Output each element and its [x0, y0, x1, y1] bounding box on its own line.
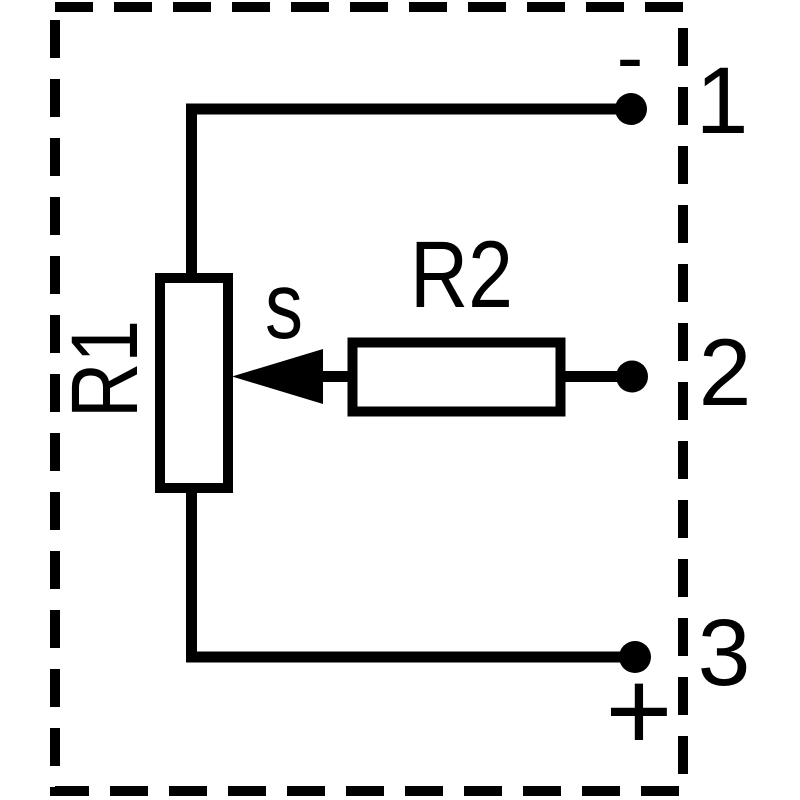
terminal1-number: 1 — [696, 48, 749, 154]
resistor-r1-body — [155, 273, 233, 493]
wiper-label: s — [265, 253, 303, 359]
terminal3-number: 3 — [698, 600, 751, 706]
terminal2-number: 2 — [699, 320, 752, 426]
dashed-enclosure-border — [50, 2, 688, 796]
wire-terminal1-to-r1-top — [186, 103, 631, 283]
terminal3-dot-icon — [619, 641, 651, 673]
terminal3-polarity-plus: + — [605, 647, 672, 775]
terminal1-polarity-minus: - — [617, 12, 644, 101]
r1-label: R1 — [52, 320, 158, 418]
wire-r1-bottom-to-terminal3 — [186, 483, 635, 663]
resistor-r2-body — [347, 337, 566, 417]
terminal2-dot-icon — [616, 360, 648, 393]
wiper-arrow-icon — [232, 349, 323, 404]
terminal1-dot-icon — [615, 93, 647, 125]
r2-label: R2 — [410, 222, 513, 328]
